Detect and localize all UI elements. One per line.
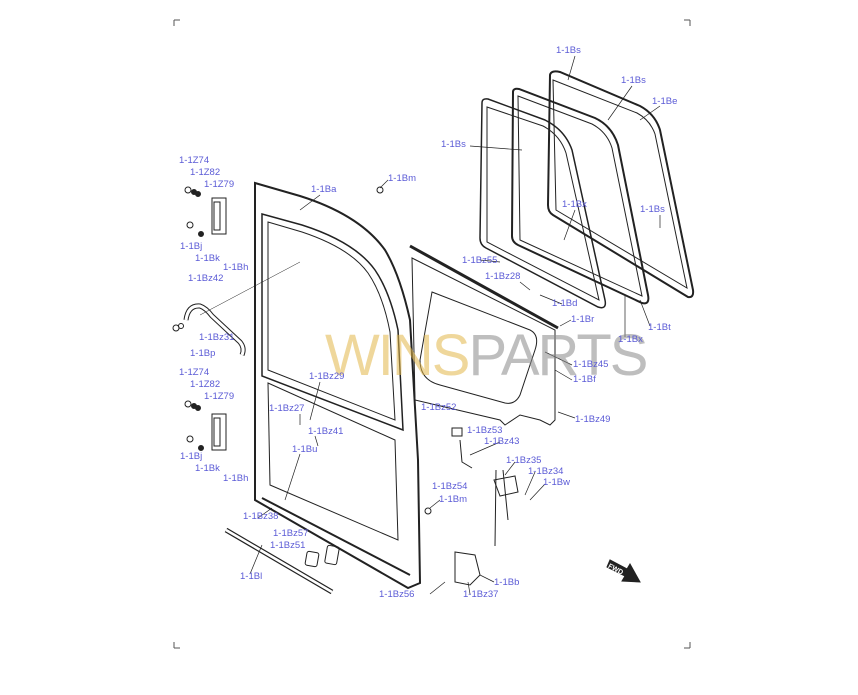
part-label: 1-1Bt — [648, 322, 671, 333]
part-label: 1-1Bz52 — [421, 402, 457, 413]
part-label: 1-1Bz42 — [188, 273, 224, 284]
part-label: 1-1Ba — [311, 184, 337, 195]
trim-panel — [409, 244, 559, 426]
part-label: 1-1Bz56 — [379, 589, 415, 600]
part-label: 1-1Bu — [292, 444, 318, 455]
part-label: 1-1Z82 — [190, 167, 221, 178]
part-label: 1-1Bf — [573, 374, 596, 385]
part-label: 1-1Bd — [552, 298, 578, 309]
part-label: 1-1Bh — [223, 473, 249, 484]
part-label: 1-1Bm — [439, 494, 467, 505]
part-label: 1-1Bh — [223, 262, 249, 273]
part-label: 1-1Bs — [556, 45, 581, 56]
part-label: 1-1Bx — [618, 334, 643, 345]
part-label: 1-1Bs — [441, 139, 466, 150]
part-label: 1-1Bz38 — [243, 511, 279, 522]
part-label: 1-1Z74 — [179, 367, 210, 378]
latch-assembly — [376, 186, 519, 586]
part-label: 1-1Z74 — [179, 155, 210, 166]
part-label: 1-1Bz34 — [528, 466, 564, 477]
part-label: 1-1Bl — [240, 571, 263, 582]
part-label: 1-1Bz53 — [467, 425, 503, 436]
part-label: 1-1Bz35 — [506, 455, 542, 466]
hinge-lower — [184, 400, 227, 451]
door-shell — [254, 181, 422, 590]
part-label: 1-1Bz45 — [573, 359, 609, 370]
part-label: 1-1Bj — [180, 241, 203, 252]
part-label: 1-1Z79 — [204, 391, 235, 402]
crop-marks — [173, 19, 691, 649]
part-label: 1-1Bz28 — [485, 271, 521, 282]
sill-strip — [224, 527, 340, 595]
part-label: 1-1Z79 — [204, 179, 235, 190]
part-label: 1-1Bw — [543, 477, 570, 488]
part-label: 1-1Bk — [195, 253, 220, 264]
part-label: 1-1Bs — [640, 204, 665, 215]
part-label: 1-1Bz54 — [432, 481, 468, 492]
part-label: 1-1Bz31 — [199, 332, 235, 343]
part-label: 1-1Bj — [180, 451, 203, 462]
part-label: 1-1Bz49 — [575, 414, 611, 425]
part-label: 1-1Bx — [562, 199, 587, 210]
part-label: 1-1Bm — [388, 173, 416, 184]
fwd-arrow-icon — [606, 559, 641, 583]
part-label: 1-1Bz51 — [270, 540, 306, 551]
part-label: 1-1Bz41 — [308, 426, 344, 437]
leader-lines — [249, 55, 661, 595]
part-label: 1-1Bk — [195, 463, 220, 474]
part-label: 1-1Bz55 — [462, 255, 498, 266]
part-label: 1-1Bs — [621, 75, 646, 86]
part-label: 1-1Bp — [190, 348, 216, 359]
part-label: 1-1Bz43 — [484, 436, 520, 447]
hinge-upper — [184, 186, 227, 237]
part-label: 1-1Be — [652, 96, 678, 107]
part-label: 1-1Bz57 — [273, 528, 309, 539]
watermark: WINSPARTS — [325, 323, 648, 388]
window-glass-assembly — [479, 70, 695, 309]
part-label: 1-1Bz27 — [269, 403, 305, 414]
grab-handle — [172, 261, 301, 356]
part-label: 1-1Z82 — [190, 379, 221, 390]
part-label: 1-1Bz29 — [309, 371, 345, 382]
part-label: 1-1Bz37 — [463, 589, 499, 600]
part-label: 1-1Bb — [494, 577, 520, 588]
part-label: 1-1Br — [571, 314, 595, 325]
